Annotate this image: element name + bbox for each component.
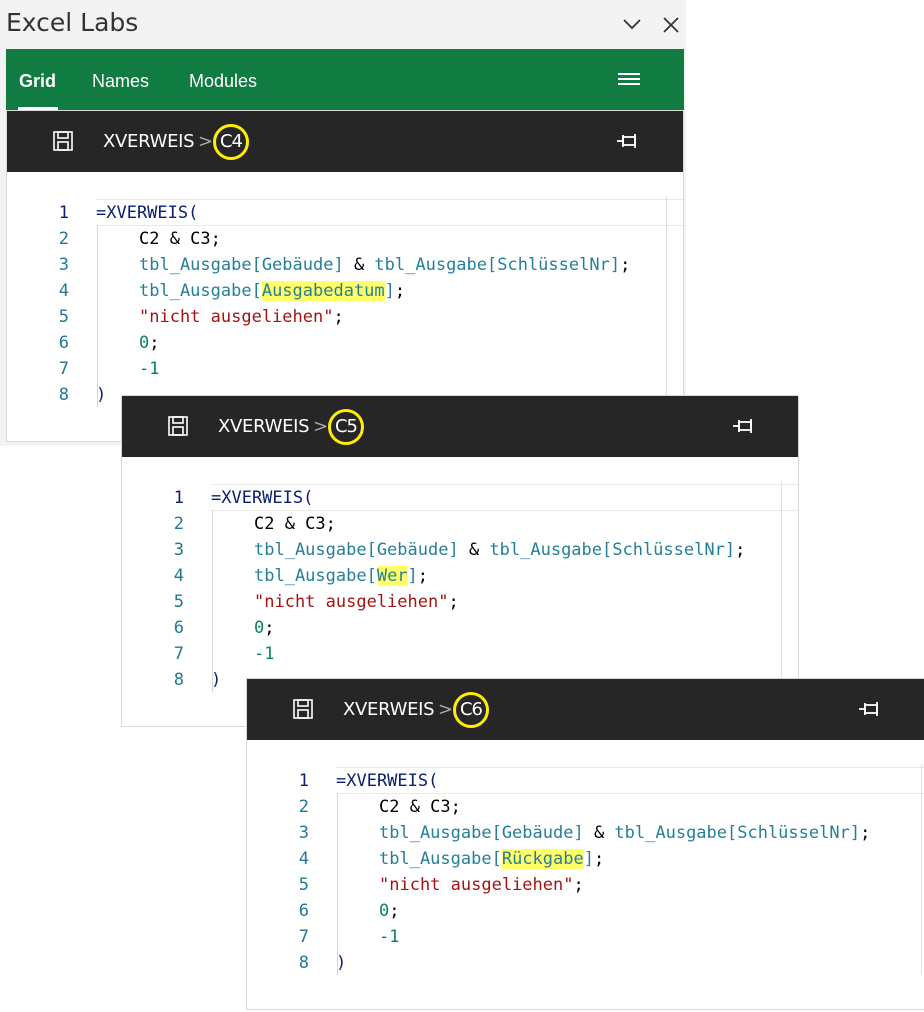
pin-icon[interactable]: [615, 131, 641, 151]
tab-bar: Grid Names Modules: [6, 49, 684, 110]
save-icon[interactable]: [291, 697, 315, 721]
editor-header: XVERWEIS > C5: [122, 396, 798, 457]
highlighted-column: Wer: [376, 566, 408, 586]
save-icon[interactable]: [166, 414, 190, 438]
breadcrumb-separator: >: [198, 131, 214, 152]
active-tab-indicator: [18, 107, 58, 110]
editor-header: XVERWEIS > C6: [247, 679, 924, 740]
highlighted-column: Rückgabe: [501, 849, 584, 869]
breadcrumb-cell: C6: [453, 692, 489, 728]
breadcrumb-separator: >: [438, 699, 454, 720]
pin-icon[interactable]: [731, 416, 757, 436]
pane-title: Excel Labs: [6, 8, 139, 37]
tab-modules[interactable]: Modules: [189, 71, 258, 91]
tab-names[interactable]: Names: [92, 71, 150, 91]
close-icon[interactable]: [659, 10, 683, 38]
breadcrumb-function: XVERWEIS: [218, 416, 310, 437]
chevron-down-icon[interactable]: [620, 10, 644, 38]
breadcrumb-function: XVERWEIS: [103, 131, 195, 152]
breadcrumb-cell: C5: [328, 409, 364, 445]
breadcrumb-function: XVERWEIS: [343, 699, 435, 720]
hamburger-menu-icon[interactable]: [618, 73, 640, 87]
save-icon[interactable]: [51, 129, 75, 153]
breadcrumb-cell: C4: [213, 124, 249, 160]
highlighted-column: Ausgabedatum: [261, 281, 385, 301]
tab-grid[interactable]: Grid: [19, 71, 57, 91]
editor-header: XVERWEIS > C4: [7, 111, 683, 172]
pin-icon[interactable]: [857, 699, 883, 719]
breadcrumb-separator: >: [313, 416, 329, 437]
